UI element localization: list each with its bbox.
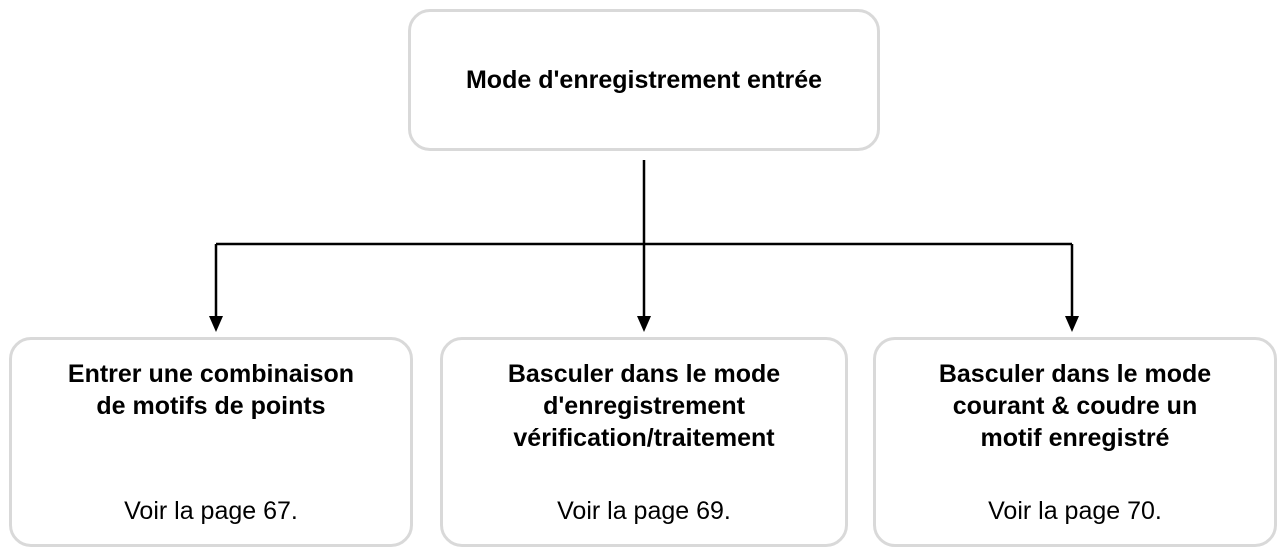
title-line: motif enregistré xyxy=(980,424,1170,452)
title-line: Basculer dans le mode xyxy=(938,360,1212,388)
title-line: courant & coudre un xyxy=(952,392,1198,420)
child-node-title: Basculer dans le mode courant & coudre u… xyxy=(876,358,1274,454)
title-line: vérification/traitement xyxy=(513,424,775,452)
page-reference: Voir la page 67. xyxy=(124,497,298,525)
child-node-1: Entrer une combinaison de motifs de poin… xyxy=(9,337,413,547)
page-reference: Voir la page 69. xyxy=(557,497,731,525)
arrowhead-center xyxy=(637,316,651,332)
title-line: Entrer une combinaison xyxy=(67,360,355,388)
page-reference: Voir la page 70. xyxy=(988,497,1162,525)
arrowhead-left xyxy=(209,316,223,332)
child-node-title: Entrer une combinaison de motifs de poin… xyxy=(12,358,410,422)
arrowhead-right xyxy=(1065,316,1079,332)
root-node-title: Mode d'enregistrement entrée xyxy=(465,65,823,94)
child-node-3: Basculer dans le mode courant & coudre u… xyxy=(873,337,1277,547)
child-node-title: Basculer dans le mode d'enregistrement v… xyxy=(443,358,845,454)
title-line: d'enregistrement xyxy=(543,392,745,420)
root-node-box: Mode d'enregistrement entrée xyxy=(408,9,880,151)
title-line: de motifs de points xyxy=(96,392,326,420)
child-node-2: Basculer dans le mode d'enregistrement v… xyxy=(440,337,848,547)
title-line: Basculer dans le mode xyxy=(507,360,781,388)
